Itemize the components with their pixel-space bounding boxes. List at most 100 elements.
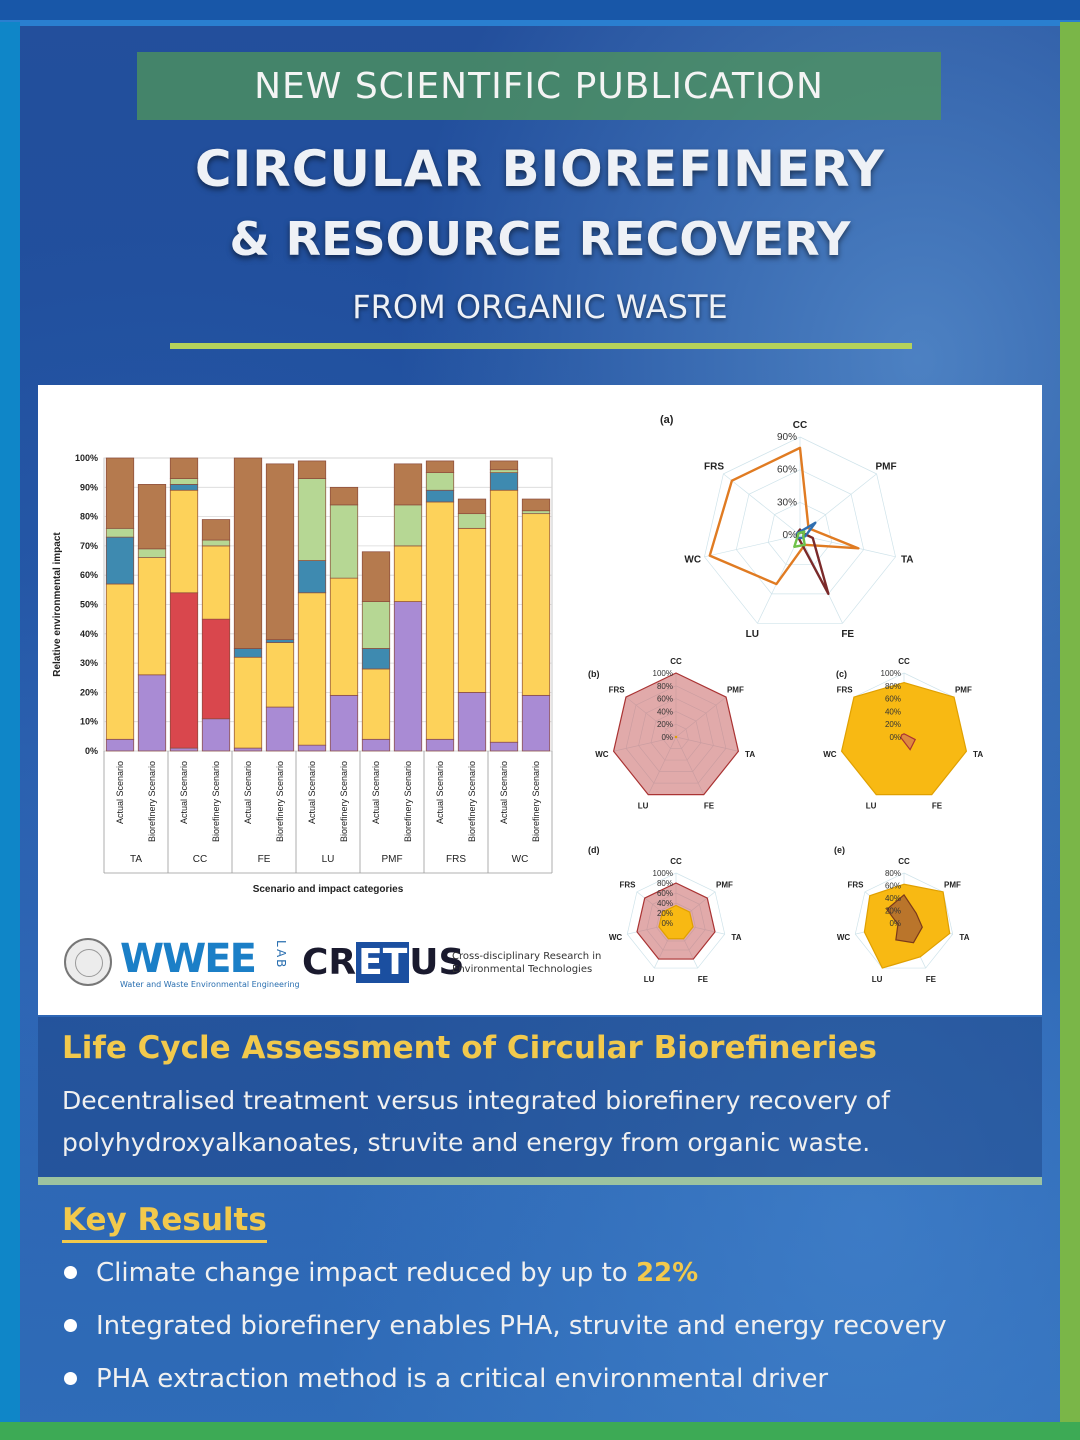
- radar-axis-label: FE: [926, 975, 937, 984]
- radar-spoke: [799, 534, 896, 558]
- radar-axis-label: FRS: [837, 686, 854, 695]
- bar-segment: [329, 486, 359, 506]
- radar-axis-label: FE: [841, 629, 854, 640]
- badge-text: NEW SCIENTIFIC PUBLICATION: [254, 65, 824, 107]
- radar-tick-label: 40%: [885, 894, 901, 903]
- y-tick-label: 60%: [80, 570, 98, 580]
- radar-axis-label: TA: [745, 750, 755, 759]
- radar-panel-label: (b): [588, 669, 600, 679]
- radar-tick-label: 80%: [885, 869, 901, 878]
- bar-segment: [393, 545, 423, 602]
- radar-axis-label: LU: [644, 975, 655, 984]
- radar-axis-label: PMF: [727, 686, 744, 695]
- bar-segment: [457, 498, 487, 515]
- bar-segment: [425, 501, 455, 740]
- radar-axis-label: FE: [932, 801, 943, 810]
- bar-segment: [457, 692, 487, 752]
- x-tick-label: Biorefinery Scenario: [531, 761, 541, 842]
- group-label: PMF: [381, 854, 402, 865]
- group-label: LU: [322, 854, 335, 865]
- bar-segment: [361, 551, 391, 602]
- key-results-heading: Key Results: [62, 1202, 267, 1243]
- bar-segment: [169, 489, 199, 594]
- group-label: WC: [512, 854, 529, 865]
- radar-axis-label: FRS: [620, 880, 637, 889]
- lab-label: LAB: [274, 940, 288, 970]
- radar-axis-label: FRS: [704, 461, 724, 472]
- bar-segment: [521, 510, 551, 515]
- bar-segment: [265, 639, 295, 643]
- bar-segment: [137, 484, 167, 550]
- radar-axis-label: PMF: [944, 880, 961, 889]
- bullet-icon: [64, 1319, 77, 1332]
- x-tick-label: Biorefinery Scenario: [467, 761, 477, 842]
- bar-segment: [329, 577, 359, 696]
- figure-panel: 0%10%20%30%40%50%60%70%80%90%100%Relativ…: [38, 385, 1042, 1015]
- bar-segment: [201, 718, 231, 752]
- radar-axis-label: WC: [595, 750, 609, 759]
- radar-axis-label: PMF: [955, 686, 972, 695]
- result-item-2: Integrated biorefinery enables PHA, stru…: [62, 1303, 1042, 1356]
- bar-segment: [425, 460, 455, 474]
- top-bar: [0, 0, 1080, 22]
- bar-segment: [169, 592, 199, 749]
- lca-section: [38, 1017, 1042, 1177]
- bar-segment: [489, 460, 519, 471]
- radar-tick-label: 0%: [783, 530, 798, 541]
- logo-row: WWEE Water and Waste Environmental Engin…: [62, 936, 602, 996]
- y-axis-label: Relative environmental impact: [52, 532, 63, 677]
- bar-segment: [201, 545, 231, 620]
- radar-series: [900, 733, 917, 751]
- bar-segment: [169, 478, 199, 485]
- bar-segment: [361, 648, 391, 670]
- bar-segment: [521, 694, 551, 752]
- cretus-logo: CRETUS: [302, 942, 465, 983]
- radar-tick-label: 40%: [657, 707, 673, 716]
- radar-series: [708, 446, 860, 586]
- x-axis-label: Scenario and impact categories: [253, 884, 404, 895]
- cretus-logo-subtitle: Cross-disciplinary Research in Environme…: [452, 951, 602, 975]
- y-tick-label: 100%: [75, 453, 98, 463]
- wwee-logo: WWEE: [120, 936, 257, 982]
- radar-tick-label: 20%: [885, 720, 901, 729]
- y-tick-label: 90%: [80, 482, 98, 492]
- y-tick-label: 10%: [80, 717, 98, 727]
- title-divider: [170, 343, 912, 349]
- bar-segment: [393, 504, 423, 547]
- radar-spoke: [704, 534, 801, 558]
- bar-segment: [233, 457, 263, 649]
- bar-segment: [201, 618, 231, 720]
- radar-tick-label: 40%: [657, 899, 673, 908]
- radar-panel-label: (d): [588, 845, 600, 855]
- x-tick-label: Actual Scenario: [435, 761, 445, 824]
- radar-panel-label: (c): [836, 669, 847, 679]
- bar-segment: [489, 472, 519, 491]
- radar-axis-label: FRS: [848, 880, 865, 889]
- bar-segment: [105, 527, 135, 538]
- bar-segment: [521, 498, 551, 512]
- radar-series: [795, 528, 830, 596]
- bar-segment: [297, 460, 327, 479]
- bar-segment: [329, 694, 359, 752]
- group-label: FE: [258, 854, 271, 865]
- bar-segment: [137, 557, 167, 676]
- radar-axis-label: WC: [823, 750, 837, 759]
- bar-segment: [233, 747, 263, 752]
- radar-series: [612, 672, 740, 796]
- radar-tick-label: 90%: [777, 432, 797, 443]
- radar-axis-label: FRS: [609, 686, 626, 695]
- radar-grid-ring: [626, 872, 726, 969]
- bar-segment: [169, 747, 199, 752]
- x-tick-label: Biorefinery Scenario: [147, 761, 157, 842]
- bar-segment: [521, 513, 551, 696]
- y-tick-label: 0%: [85, 746, 98, 756]
- radar-tick-label: 0%: [661, 733, 673, 742]
- bar-segment: [457, 527, 487, 693]
- radar-axis-label: TA: [973, 750, 983, 759]
- group-label: FRS: [446, 854, 466, 865]
- x-tick-label: Biorefinery Scenario: [211, 761, 221, 842]
- bar-segment: [297, 592, 327, 746]
- bottom-accent-bar: [0, 1422, 1080, 1440]
- radar-tick-label: 100%: [881, 669, 901, 678]
- top-bar-accent: [0, 20, 1080, 26]
